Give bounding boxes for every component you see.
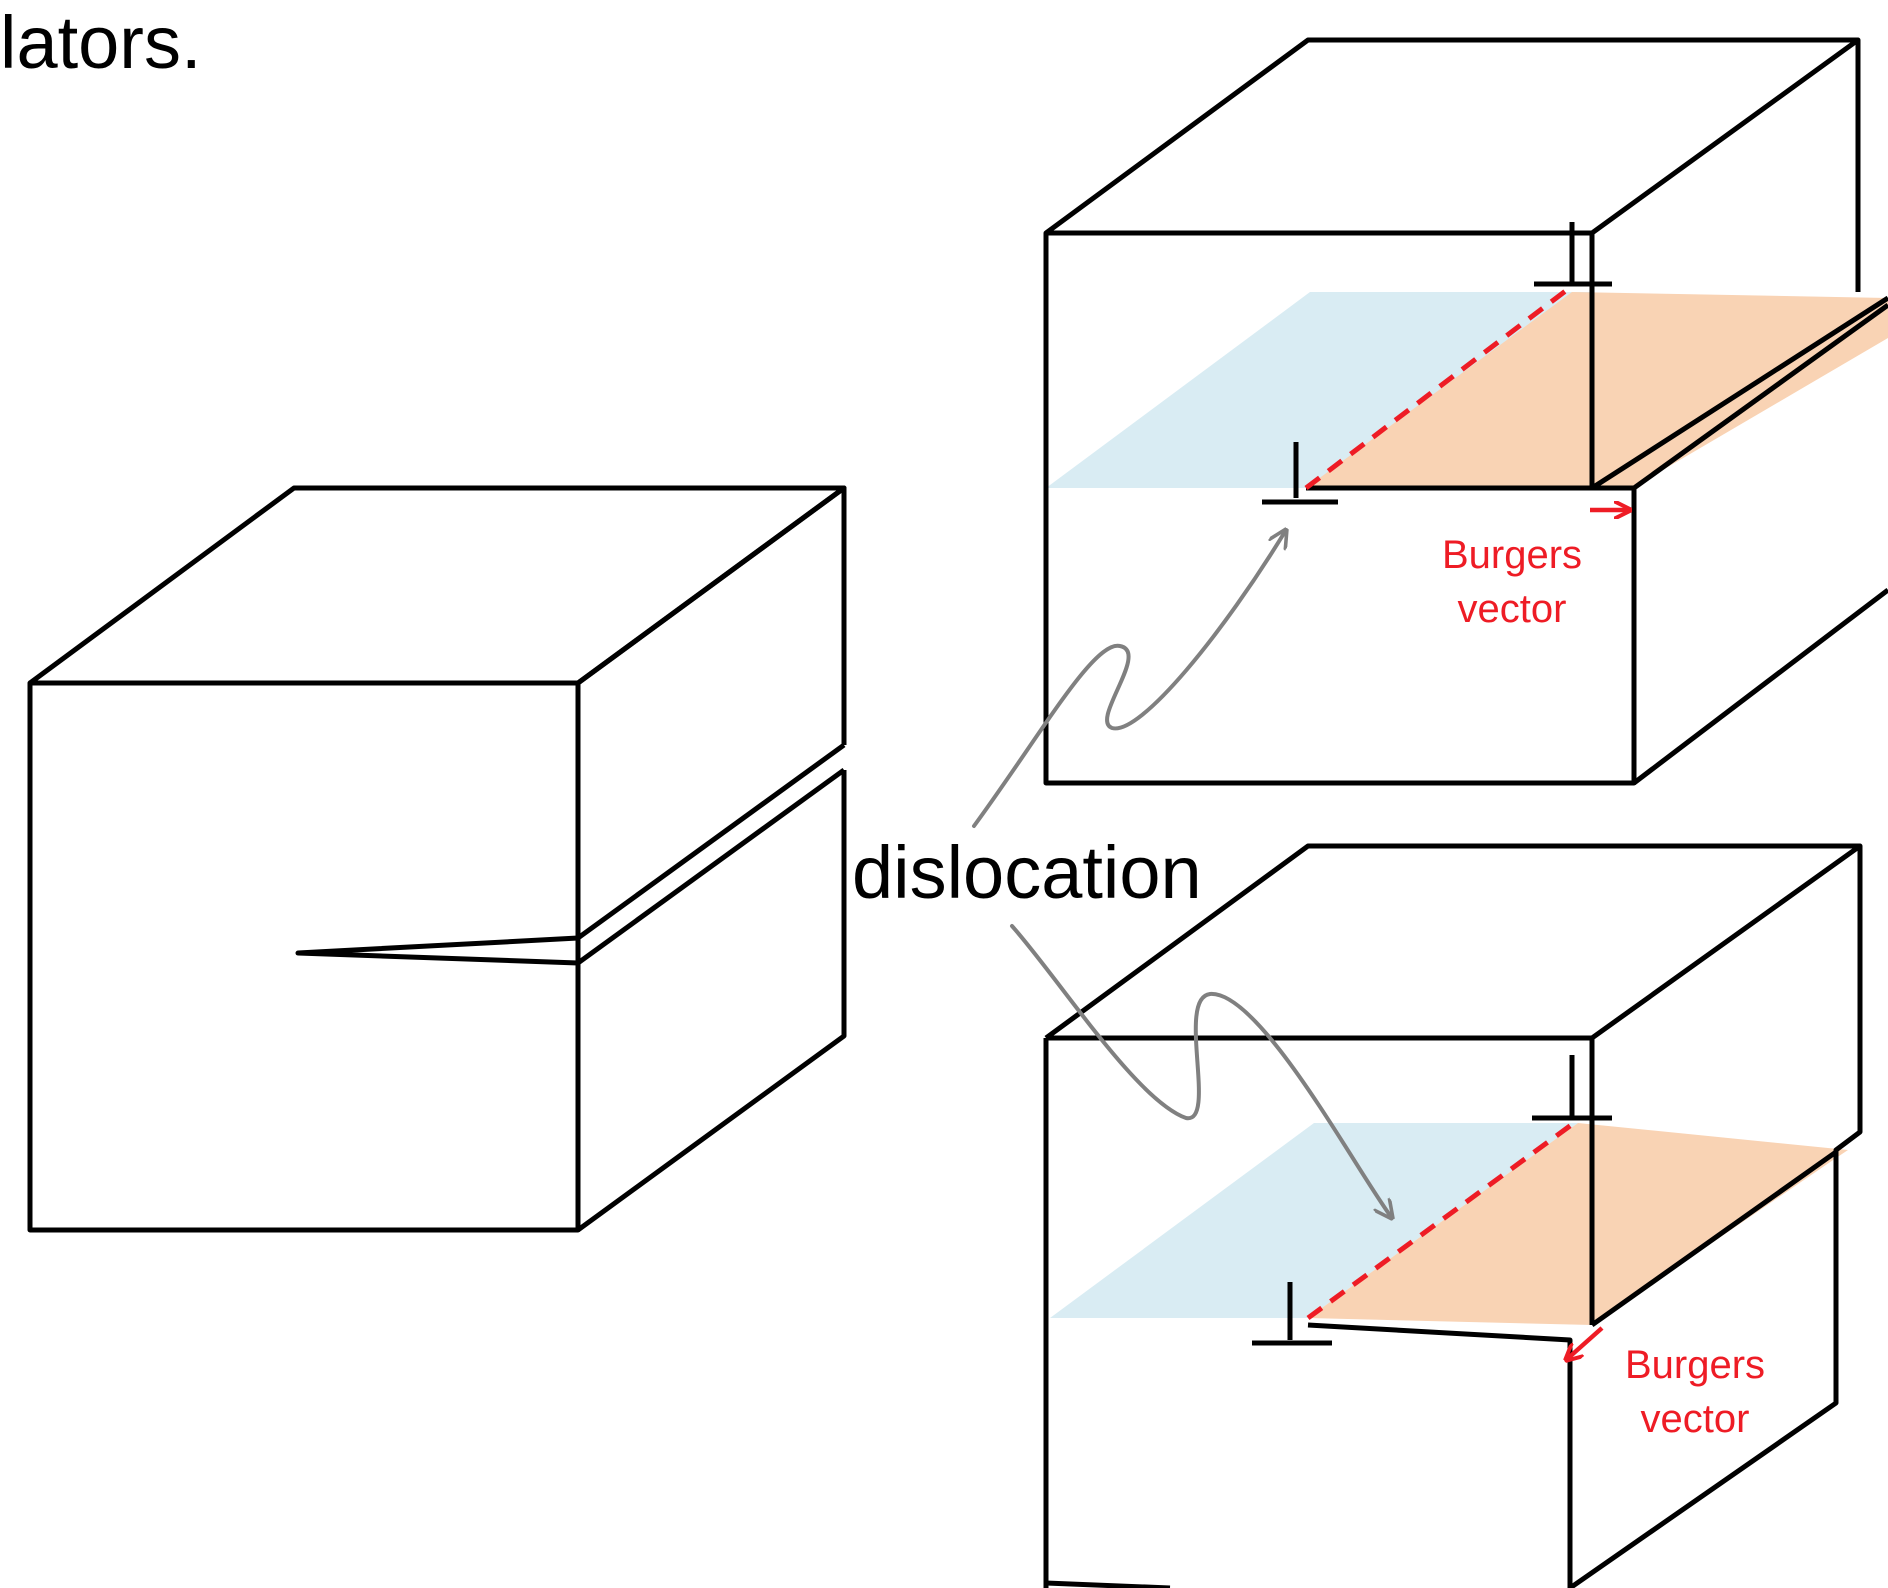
bottom-cube-displaced-face [1307, 1322, 1573, 1588]
burgers-vector-label-line1: Burgers [1442, 533, 1582, 577]
dislocation-symbol-icon [1252, 1282, 1332, 1346]
arrow-icon [972, 530, 1286, 828]
slip-plane-unslipped [1050, 1123, 1578, 1318]
burgers-vector-label-line2: vector [1641, 1397, 1750, 1441]
slip-plane-slipped [1306, 292, 1888, 488]
bottom-cube-body [1043, 843, 1863, 1588]
left-cube-front-face [27, 680, 581, 1233]
left-cube-side-lower [576, 770, 847, 1233]
dislocation-symbol-icon [1534, 222, 1612, 287]
bottom-cube-slip-step [1590, 1149, 1838, 1328]
dislocation-symbol-icon [1262, 442, 1338, 505]
header-fragment: lators. [0, 1, 202, 84]
left-cube-crack-lower [576, 767, 846, 966]
top-cube-right-bottom [1632, 588, 1888, 785]
slip-plane-slipped [1308, 1123, 1848, 1325]
dislocation-symbol-icon [1532, 1055, 1612, 1121]
slip-plane-unslipped [1046, 292, 1592, 488]
top-cube-step-edge [1590, 295, 1888, 491]
edge-dislocation-block: Burgers vector [1043, 37, 1888, 786]
left-cube-crack-wedge [295, 935, 579, 966]
dislocation-label: dislocation [852, 831, 1202, 914]
burgers-vector-label-line1: Burgers [1625, 1343, 1765, 1387]
left-cube-crack-upper [576, 742, 846, 941]
top-cube-top-face [1043, 37, 1861, 236]
top-cube-step-lower-edge [1632, 302, 1888, 491]
burgers-vector-label-line2: vector [1458, 587, 1567, 631]
burgers-vector-arrow-icon [1566, 1326, 1604, 1360]
screw-dislocation-block: Burgers vector [1043, 843, 1863, 1588]
left-cube-top-face [28, 485, 847, 686]
arrow-icon [1010, 924, 1392, 1218]
cracked-block [27, 485, 847, 1233]
bottom-cube-bottom-edge [1045, 1580, 1171, 1588]
left-cube-side-upper [576, 485, 847, 745]
